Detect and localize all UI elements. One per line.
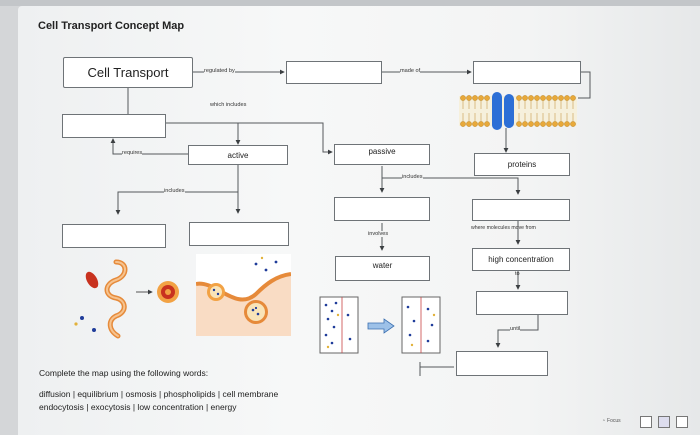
- box-water: water: [335, 256, 430, 281]
- water-label: water: [372, 261, 393, 270]
- label-to: to: [515, 271, 520, 277]
- line-to-membrane: [578, 71, 591, 99]
- label-regulated-by: regulated by: [204, 68, 235, 74]
- box-blank-made-of[interactable]: [473, 61, 581, 84]
- box-blank-regulated[interactable]: [286, 61, 382, 84]
- box-high-concentration: high concentration: [472, 248, 570, 271]
- instructions-text: Complete the map using the following wor…: [39, 368, 209, 378]
- focus-button[interactable]: ◔ Focus: [602, 416, 621, 426]
- label-involves: involves: [368, 231, 389, 237]
- label-made-of: made of: [400, 68, 421, 74]
- label-includes-left: includes: [164, 188, 185, 194]
- exocytosis-illustration: [74, 259, 179, 339]
- read-mode-icon[interactable]: [676, 416, 688, 428]
- label-includes-right: includes: [402, 174, 423, 180]
- cell-membrane-illustration: [459, 92, 577, 130]
- connector-lines: [110, 69, 591, 376]
- box-cell-transport: Cell Transport: [63, 57, 193, 88]
- box-blank-to[interactable]: [476, 291, 568, 315]
- label-until: until: [510, 326, 521, 332]
- page-title: Cell Transport Concept Map: [38, 20, 185, 32]
- print-layout-icon[interactable]: [640, 416, 652, 428]
- focus-label: Focus: [607, 418, 621, 424]
- high-concentration-label: high concentration: [488, 255, 554, 264]
- box-active: active: [188, 145, 288, 165]
- box-passive: passive: [334, 144, 430, 165]
- focus-icon: ◔: [602, 418, 606, 424]
- endocytosis-illustration: [196, 254, 291, 336]
- line-to-passive: [238, 122, 333, 155]
- box-proteins: proteins: [474, 153, 570, 176]
- label-which-includes: which includes: [210, 102, 247, 108]
- box-blank-requires[interactable]: [62, 114, 166, 138]
- cell-transport-label: Cell Transport: [87, 65, 169, 80]
- box-blank-passive-includes[interactable]: [334, 197, 430, 221]
- label-requires: requires: [122, 150, 143, 156]
- box-blank-includes-left[interactable]: [62, 224, 166, 248]
- box-blank-where[interactable]: [472, 199, 570, 221]
- box-blank-until[interactable]: [456, 351, 548, 376]
- window-top-bar: [0, 0, 700, 6]
- web-layout-icon[interactable]: [658, 416, 670, 428]
- worksheet-page: Cell Transport Concept Map Cell Transpor…: [18, 6, 700, 435]
- concentration-diagram: [319, 296, 441, 354]
- passive-label: passive: [368, 147, 396, 156]
- line-requires: [110, 138, 208, 155]
- proteins-label: proteins: [507, 160, 537, 169]
- active-label: active: [227, 150, 249, 160]
- line-passive-includes: [382, 177, 521, 195]
- label-where-molecules: where molecules move from: [471, 225, 536, 231]
- line-which-includes: [127, 86, 241, 145]
- box-blank-includes-right[interactable]: [189, 222, 289, 246]
- word-bank-line-1: diffusion | equilibrium | osmosis | phos…: [39, 389, 279, 399]
- word-bank-line-2: endocytosis | exocytosis | low concentra…: [39, 402, 237, 412]
